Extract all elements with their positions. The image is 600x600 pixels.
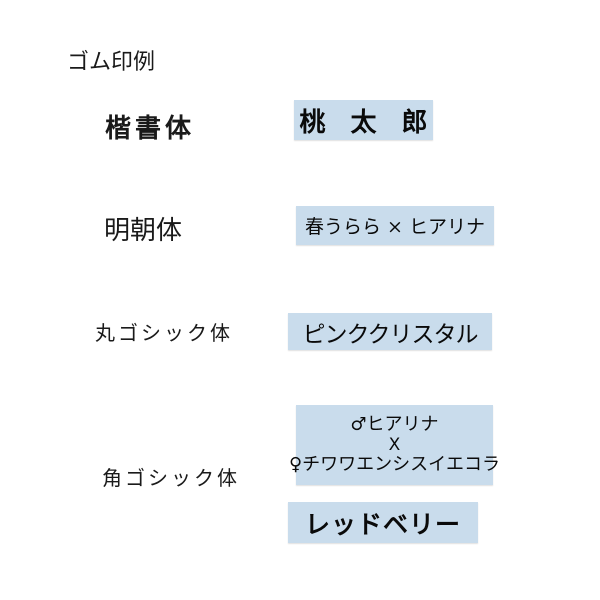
stamp-sample-kaku-gothic-multiline: ♂ヒアリナ X ♀チワワエンシスイエコラ xyxy=(289,405,500,485)
stamp-sample-kaisho: 桃 太 郎 xyxy=(294,100,433,140)
font-label-kaku-gothic: 角ゴシック体 xyxy=(102,466,240,490)
font-label-kaisho: 楷書体 xyxy=(105,114,196,144)
stamp-text: 桃 太 郎 xyxy=(299,107,436,138)
stamp-text: 春うらら × ヒアリナ xyxy=(305,216,485,238)
stamp-sample-kaku-gothic-bold: レッドベリー xyxy=(288,502,478,543)
font-label-maru-gothic: 丸ゴシック体 xyxy=(95,321,233,345)
stamp-text-line-1: ♂ヒアリナ xyxy=(350,414,439,435)
stamp-sample-mincho: 春うらら × ヒアリナ xyxy=(296,206,494,245)
stamp-text: レッドベリー xyxy=(304,509,461,539)
stamp-sample-maru-gothic: ピンククリスタル xyxy=(288,313,492,350)
page-title: ゴム印例 xyxy=(67,50,156,75)
stamp-text: ピンククリスタル xyxy=(302,321,478,348)
font-label-mincho: 明朝体 xyxy=(104,216,183,246)
stamp-text-line-3: ♀チワワエンシスイエコラ xyxy=(289,454,501,475)
stamp-text-line-2: X xyxy=(388,435,401,455)
